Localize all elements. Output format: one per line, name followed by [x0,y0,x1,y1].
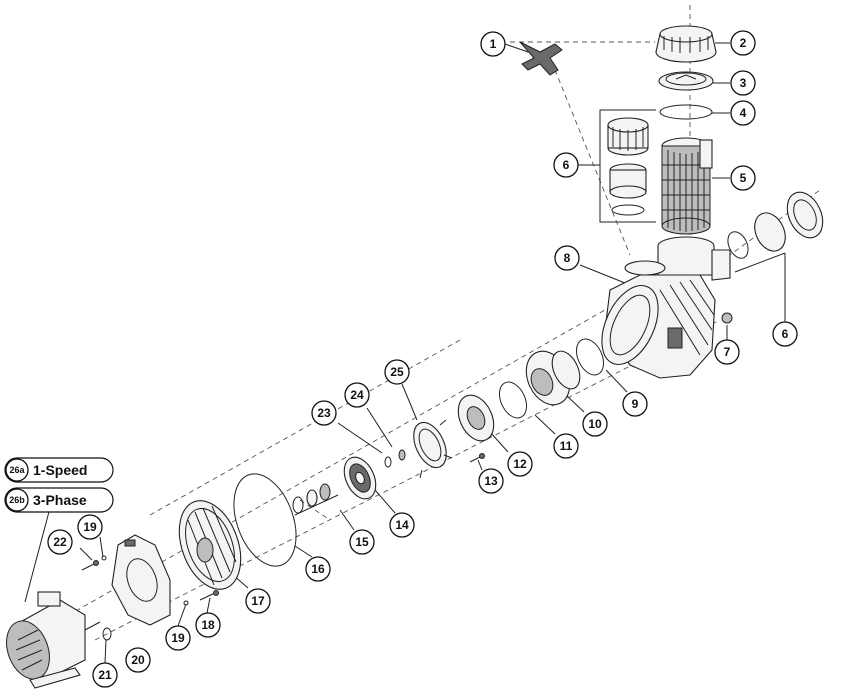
motor-option-1-speed: 26a 1-Speed [4,457,114,483]
svg-text:21: 21 [98,668,112,682]
svg-text:3-Phase: 3-Phase [33,492,87,508]
diffuser-part [525,350,581,406]
svg-text:12: 12 [513,457,527,471]
svg-text:6: 6 [782,327,789,341]
callout-18: 18 [195,612,221,638]
callout-13: 13 [478,468,504,494]
svg-text:24: 24 [350,388,364,402]
svg-text:23: 23 [317,406,331,420]
svg-text:26a: 26a [9,465,25,475]
callout-24: 24 [344,382,370,408]
callout-1: 1 [480,31,506,57]
callout-7: 7 [714,339,740,365]
svg-text:8: 8 [564,251,571,265]
callout-12: 12 [507,451,533,477]
callout-11: 11 [553,433,579,459]
svg-text:4: 4 [740,106,747,120]
housing-gasket-part [233,473,297,567]
svg-text:10: 10 [588,417,602,431]
motor-adapter-part [111,534,171,626]
svg-text:9: 9 [632,397,639,411]
callout-4: 4 [730,100,756,126]
svg-text:13: 13 [484,474,498,488]
motor-option-3-phase: 26b 3-Phase [4,487,114,513]
callout-8: 8 [554,245,580,271]
impeller-part [343,456,377,500]
mechanical-seal-part [292,483,339,516]
lid-wrench-part [519,41,563,76]
clear-lid-part [658,71,714,91]
svg-text:19: 19 [83,520,97,534]
leader-lines [24,42,786,664]
svg-text:1-Speed: 1-Speed [33,462,87,478]
callout-16: 16 [305,556,331,582]
svg-text:11: 11 [560,439,573,453]
callout-21: 21 [92,662,118,688]
callout-23: 23 [311,400,337,426]
callout-6-horizontal: 6 [772,321,798,347]
callout-bubbles: 1 2 3 4 5 6 6 7 8 9 10 11 12 13 14 15 16… [47,30,798,688]
svg-text:1: 1 [490,37,497,51]
callout-25: 25 [384,359,410,385]
svg-text:7: 7 [724,345,731,359]
impeller-washers-part [384,449,406,468]
union-set-horizontal-part [727,191,824,259]
slinger-washer-part [102,627,112,641]
callout-17: 17 [245,588,271,614]
callout-2: 2 [730,30,756,56]
seal-plate-part [457,394,495,442]
callout-10: 10 [582,411,608,437]
svg-text:22: 22 [53,535,67,549]
motor-part [6,591,101,689]
callout-19-upper: 19 [77,514,103,540]
callout-3: 3 [730,70,756,96]
lid-ring-part [655,25,717,63]
callout-15: 15 [349,529,375,555]
svg-text:14: 14 [395,518,409,532]
svg-text:5: 5 [740,171,747,185]
callout-19-lower: 19 [165,625,191,651]
callout-6-vertical: 6 [553,152,579,178]
callout-14: 14 [389,512,415,538]
motor-support-part [178,500,242,590]
support-bolts-part [81,555,219,606]
screw-part [469,453,485,463]
seal-plate-oring-part [498,381,528,419]
lid-oring-part [659,104,713,120]
callout-22: 22 [47,529,73,555]
svg-text:25: 25 [390,365,404,379]
guard-ring-part [413,419,453,479]
svg-text:16: 16 [311,562,325,576]
svg-text:6: 6 [563,158,570,172]
callout-20: 20 [125,647,151,673]
pump-housing-part [601,236,731,379]
union-set-vertical-part [607,117,649,216]
svg-text:17: 17 [251,594,265,608]
svg-text:19: 19 [171,631,185,645]
drain-plug-part [721,312,733,324]
svg-text:26b: 26b [9,495,25,505]
diffuser-oring-part [575,338,605,376]
svg-text:18: 18 [201,618,215,632]
svg-text:20: 20 [131,653,145,667]
svg-text:2: 2 [740,36,747,50]
callout-9: 9 [622,391,648,417]
callout-5: 5 [730,165,756,191]
svg-text:15: 15 [355,535,369,549]
strainer-basket-part [661,137,713,235]
svg-text:3: 3 [740,76,747,90]
